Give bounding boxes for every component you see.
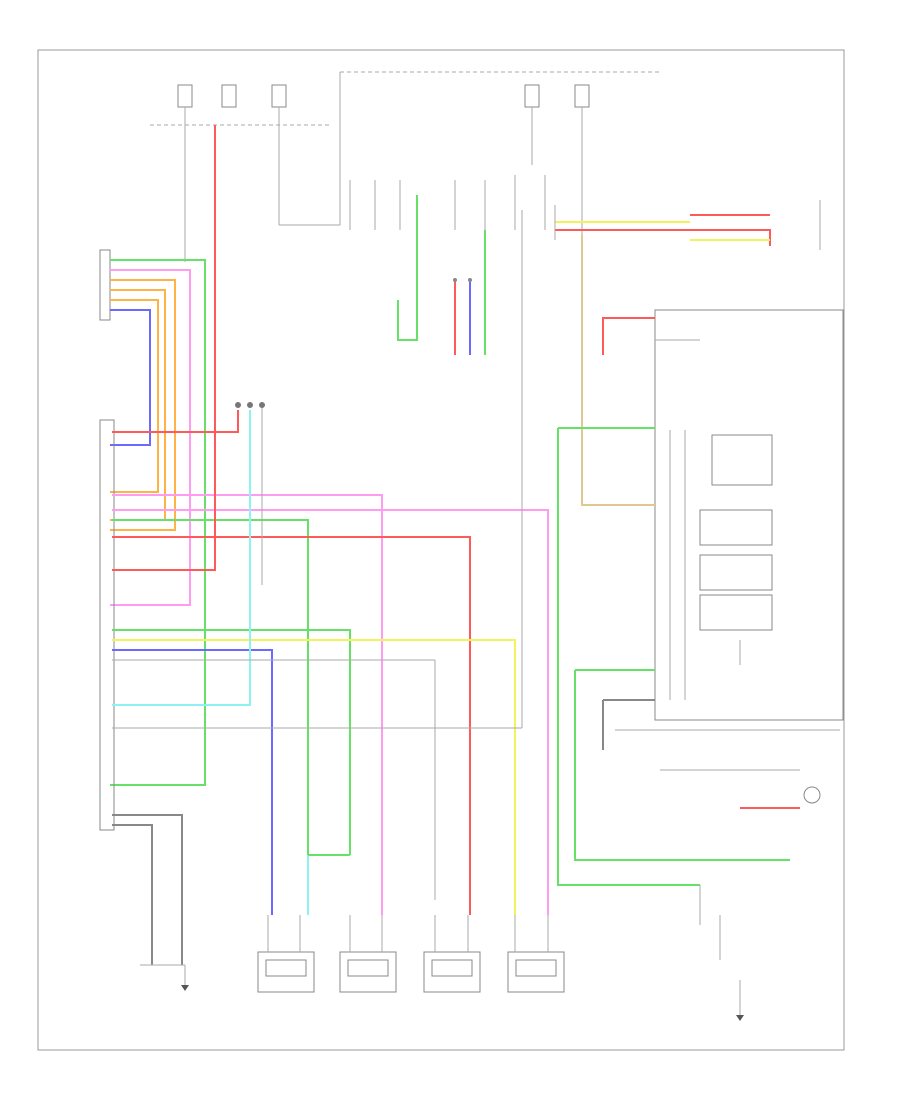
sensor-leads — [267, 854, 549, 952]
brake-switch — [615, 729, 840, 809]
can-bus-top-right — [554, 200, 821, 250]
fuse-block — [150, 71, 660, 262]
joint-connector — [235, 402, 265, 585]
stop-lamp-switch — [699, 885, 744, 1021]
diagram-frame — [37, 49, 845, 1051]
wheel-sensor-fl — [507, 951, 565, 993]
ground-left — [140, 964, 189, 991]
abs-control-unit-right — [557, 235, 844, 886]
wheel-sensor-rr — [257, 951, 315, 993]
top-connector-group — [349, 175, 546, 355]
wheel-sensor-rl — [339, 951, 397, 993]
abs-connector-left — [99, 125, 549, 965]
wheel-sensor-fr — [423, 951, 481, 993]
